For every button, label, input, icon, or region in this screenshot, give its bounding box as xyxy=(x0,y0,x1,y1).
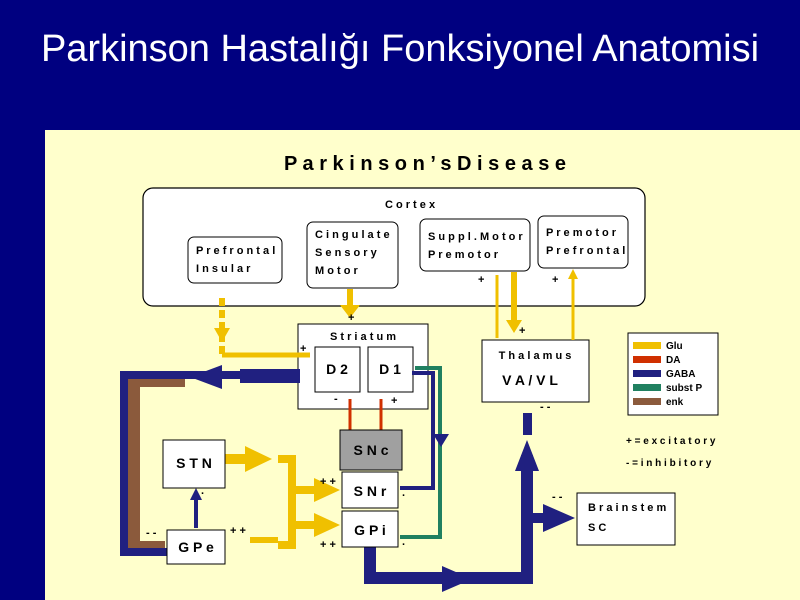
stn-output-stem xyxy=(225,454,247,464)
legend-swatch-glu xyxy=(633,342,661,349)
brainstem-label: B r a i n s t e m xyxy=(588,502,666,514)
legend-swatch-substp xyxy=(633,384,661,391)
sign-brainstem-minus: - - xyxy=(552,491,563,503)
sign-d2-minus: - xyxy=(334,393,338,405)
thalamus-input-bar xyxy=(523,413,532,435)
sign-striatum-plus: + xyxy=(300,343,306,355)
brainstem-arrowhead xyxy=(543,504,575,532)
sign-premotor-plus: + xyxy=(552,274,558,286)
d1-label: D 1 xyxy=(379,361,401,377)
va-vl-label: V A / V L xyxy=(502,372,558,388)
insular-label: I n s u l a r xyxy=(196,263,251,275)
sign-gpi-dot: . xyxy=(402,536,405,548)
gpe-stn-arrowhead xyxy=(190,488,202,500)
sign-cingulate-plus: + xyxy=(348,312,354,324)
legend-label-substp: subst P xyxy=(666,383,702,394)
sign-thalamus-minus: - - xyxy=(540,401,551,413)
premotor-prefrontal-box xyxy=(537,215,629,269)
gpe-box xyxy=(166,529,226,565)
prefrontal-insular-box xyxy=(187,236,283,284)
premotor-prefrontal-label: P r e f r o n t a l xyxy=(546,245,625,257)
legend-swatch-gaba xyxy=(633,370,661,377)
gaba-direct-pathway xyxy=(400,371,435,490)
legend-swatch-da xyxy=(633,356,661,363)
d2-label: D 2 xyxy=(326,361,348,377)
gpi-label: G P i xyxy=(354,522,386,538)
sc-label: S C xyxy=(588,522,606,534)
glu-thalamus-arrowhead xyxy=(506,320,522,333)
sign-gpe-plusplus: + + xyxy=(230,525,246,537)
snc-label: S N c xyxy=(353,442,388,458)
gaba-direct-arrowhead xyxy=(433,434,449,447)
cingulate-box xyxy=(306,221,399,289)
stn-snr-arrowhead xyxy=(314,478,340,502)
legend-label-gaba: GABA xyxy=(666,369,695,380)
d2-box xyxy=(314,346,361,393)
legend-items: Glu DA GABA subst P enk xyxy=(633,341,702,408)
stn-output-arrowhead xyxy=(245,446,272,472)
legend-label-da: DA xyxy=(666,355,680,366)
stn-label: S T N xyxy=(176,455,212,471)
snr-box xyxy=(341,471,399,509)
cingulate-label: C i n g u l a t e xyxy=(315,229,390,241)
sign-d1-plus: + xyxy=(391,395,397,407)
sign-gpi-plusplus: + + xyxy=(320,539,336,551)
gaba-bar-top xyxy=(240,369,300,383)
brainstem-box xyxy=(576,492,676,546)
stn-gpi-arrowhead xyxy=(314,513,340,537)
suppl-premotor-label: P r e m o t o r xyxy=(428,249,499,261)
gaba-arrowhead-left xyxy=(190,365,222,389)
gpi-arrowhead-right xyxy=(442,566,472,592)
thalamus-box xyxy=(481,339,590,403)
sign-stn-dot: . xyxy=(201,485,204,497)
sign-thalamus-plus: + xyxy=(519,325,525,337)
thalamus-arrowhead-up xyxy=(515,440,539,471)
d1-box xyxy=(367,346,414,393)
substp-pathway xyxy=(400,366,442,539)
sign-snr-dot: . xyxy=(402,487,405,499)
slide-title-text: Parkinson Hastalığı Fonksiyonel Anatomis… xyxy=(40,28,760,70)
gpe-label: G P e xyxy=(178,539,214,555)
prefrontal-label: P r e f r o n t a l xyxy=(196,245,275,257)
glu-premotor-arrowhead xyxy=(568,269,578,279)
cortex-label: C o r t e x xyxy=(385,199,436,211)
excitatory-note: + = e x c i t a t o r y xyxy=(626,436,716,447)
glu-prefrontal-arrowhead xyxy=(214,328,230,342)
inhibitory-note: - = i n h i b i t o r y xyxy=(626,458,712,469)
sign-snr-plusplus: + + xyxy=(320,476,336,488)
suppl-motor-label: S u p p l . M o t o r xyxy=(428,231,523,243)
premotor-label: P r e m o t o r xyxy=(546,227,617,239)
motor-label: M o t o r xyxy=(315,265,358,277)
legend-swatch-enk xyxy=(633,398,661,405)
gpi-box xyxy=(341,510,399,548)
snr-label: S N r xyxy=(354,483,387,499)
stn-box xyxy=(162,439,226,489)
diagram-heading: P a r k i n s o n ’ s D i s e a s e xyxy=(284,153,566,175)
sensory-label: S e n s o r y xyxy=(315,247,378,259)
slide-title: Parkinson Hastalığı Fonksiyonel Anatomis… xyxy=(0,28,800,70)
striatum-label: S t r i a t u m xyxy=(330,331,396,343)
sign-suppl-plus: + xyxy=(478,274,484,286)
sign-gpe-minus: - - xyxy=(146,527,157,539)
legend-label-enk: enk xyxy=(666,397,684,408)
legend-label-glu: Glu xyxy=(666,341,683,352)
thalamus-label: T h a l a m u s xyxy=(499,350,572,362)
stn-bracket xyxy=(278,455,296,549)
snc-box xyxy=(339,429,403,471)
glu-cingulate-arrowhead xyxy=(340,305,360,318)
suppl-motor-box xyxy=(419,218,531,272)
